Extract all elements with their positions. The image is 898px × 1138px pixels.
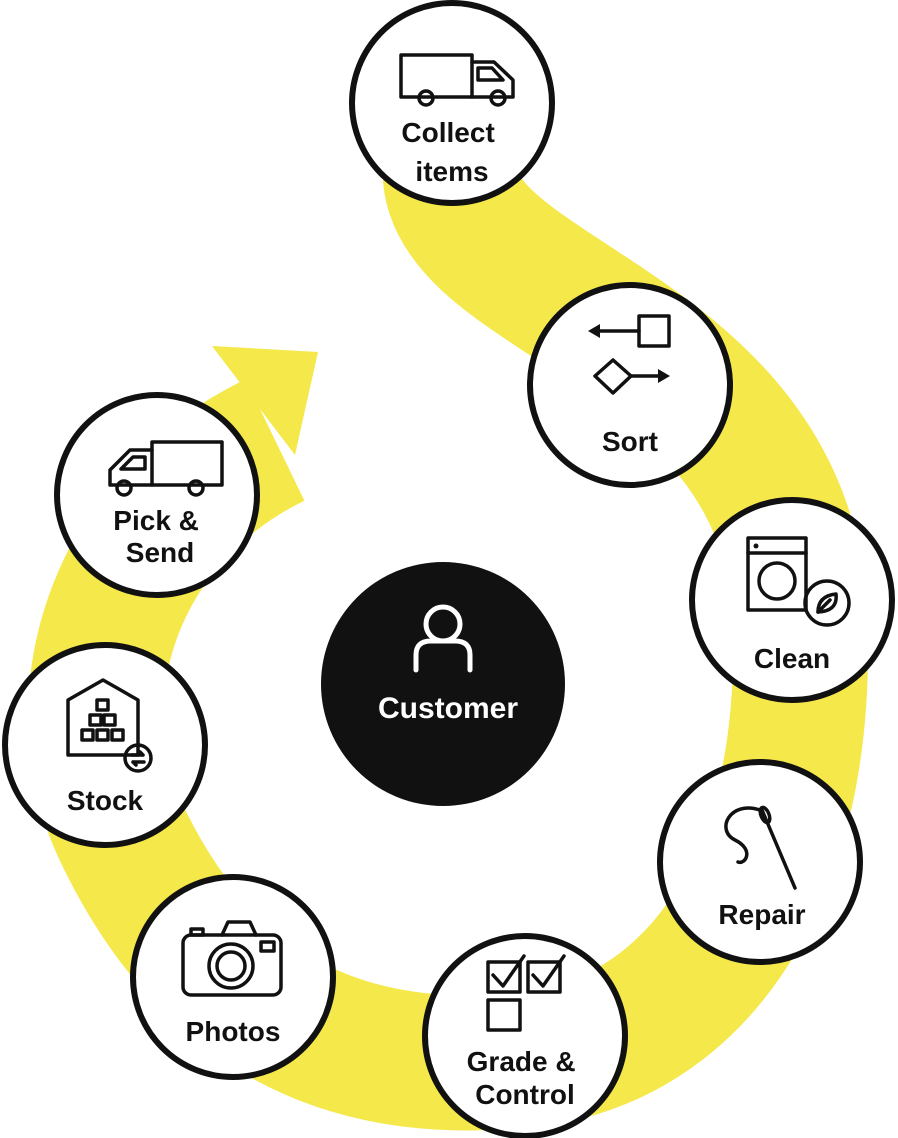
warehouse-icon [66,678,153,773]
camera-icon [181,920,283,997]
checklist-icon [486,954,566,1032]
center-label: Customer [378,692,518,725]
step-grade-label: Grade & Control [467,1046,584,1110]
step-repair: Repair [657,759,863,965]
sort-icon [588,314,671,395]
flow-arrowhead [212,346,318,455]
step-repair-label: Repair [718,899,805,930]
step-sort-label: Sort [602,426,658,457]
center-node-customer: Customer [321,562,565,806]
person-icon [413,604,473,673]
step-stock-label: Stock [67,785,144,816]
needle-thread-icon [724,805,797,890]
step-pick-label: Pick & Send [113,505,206,568]
step-grade-control: Grade & Control [422,933,628,1138]
step-clean-label: Clean [754,643,830,674]
step-photos: Photos [130,874,336,1080]
step-collect-items: Collect items [349,0,555,206]
step-pick-send: Pick & Send [54,392,260,598]
step-stock: Stock [2,642,208,848]
delivery-truck-icon [108,440,224,497]
step-sort: Sort [527,282,733,488]
step-clean: Clean [689,497,895,703]
step-photos-label: Photos [186,1016,281,1047]
step-collect-label: Collect items [401,117,502,187]
washing-machine-icon [746,536,851,627]
truck-icon [399,53,515,107]
